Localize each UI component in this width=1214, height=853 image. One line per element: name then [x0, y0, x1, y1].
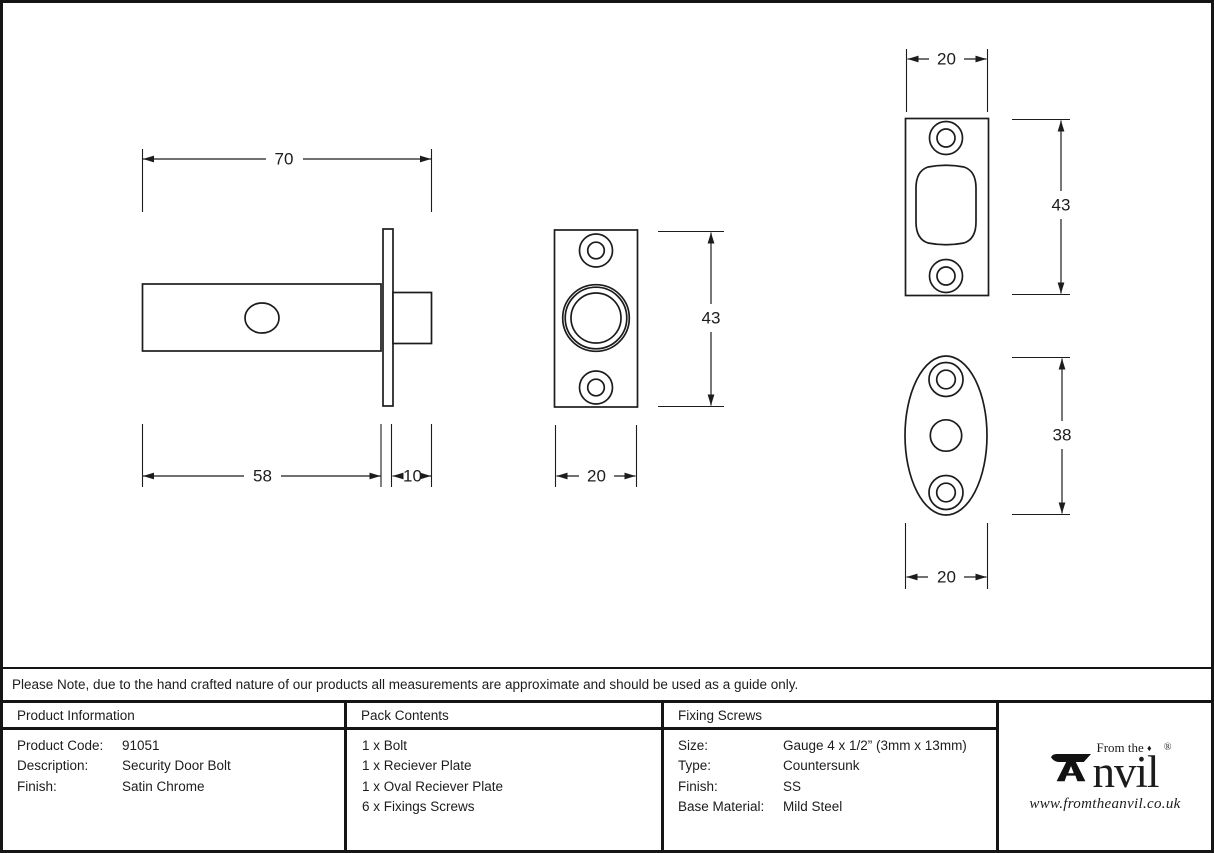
finish-value: Satin Chrome: [122, 778, 205, 794]
product-information-header: Product Information: [3, 703, 344, 730]
technical-drawing: 70 58 10: [141, 49, 1072, 589]
pack-item: 1 x Bolt: [362, 738, 408, 753]
dimension-receiver-height: 43: [1012, 118, 1071, 296]
screw-hole-countersink: [578, 370, 614, 405]
dim-label-oval-width: 20: [937, 568, 956, 587]
pack-item: 1 x Reciever Plate: [362, 758, 472, 774]
bolt-side-view: 70 58 10: [141, 149, 433, 487]
dim-label-receiver-height: 43: [1052, 196, 1071, 215]
dimension-oval-width: 20: [904, 523, 989, 589]
type-label: Type:: [678, 758, 712, 774]
faceplate-outline: [553, 229, 639, 408]
fixing-screws-cell: Fixing Screws Size: Gauge 4 x 1/2” (3mm …: [664, 703, 999, 850]
oval-plate-outline: [904, 355, 988, 516]
pack-item: 1 x Oval Reciever Plate: [362, 778, 504, 794]
screw-hole: [935, 482, 957, 503]
dimension-oval-height: 38: [1012, 356, 1072, 516]
base-material-label: Base Material:: [678, 798, 765, 814]
screw-hole: [935, 369, 957, 390]
pack-contents-cell: Pack Contents 1 x Bolt 1 x Reciever Plat…: [347, 703, 664, 850]
receiver-plate-outline: [904, 117, 990, 297]
bolt-projection: [392, 291, 433, 345]
screw-hole-countersink: [928, 474, 964, 511]
finish-label: Finish:: [17, 778, 57, 794]
dim-label-bolt-projection: 10: [403, 467, 422, 486]
receiver-plate-view: 20 43: [904, 49, 1071, 297]
bolt-hole: [929, 418, 963, 453]
dim-label-oval-height: 38: [1053, 426, 1072, 445]
brand-logo-cell: From the ♦ nvil ® www.fromtheanvil.co.uk: [999, 703, 1211, 850]
type-value: Countersunk: [783, 758, 860, 774]
pack-contents-header: Pack Contents: [347, 703, 661, 730]
bolt-body-outline: [141, 283, 382, 352]
bolt-spindle-hole: [244, 302, 280, 334]
product-information-body: Product Code: 91051 Description: Securit…: [3, 730, 344, 797]
bolt-ring-outer: [561, 283, 631, 353]
size-value: Gauge 4 x 1/2” (3mm x 13mm): [783, 738, 967, 753]
description-value: Security Door Bolt: [122, 758, 231, 774]
logo-prefix: From the: [1096, 740, 1144, 755]
dim-label-receiver-width: 20: [937, 50, 956, 69]
dim-label-face-width: 20: [587, 467, 606, 486]
screw-finish-value: SS: [783, 778, 802, 794]
registered-mark: ®: [1163, 742, 1172, 753]
dim-label-bolt-body: 58: [253, 467, 272, 486]
dimension-receiver-width: 20: [905, 49, 989, 112]
pack-item: 6 x Fixings Screws: [362, 798, 475, 814]
dimension-bolt-overall: 70: [141, 149, 433, 212]
fixing-screws-body: Size: Gauge 4 x 1/2” (3mm x 13mm) Type: …: [664, 730, 996, 817]
screw-hole-countersink: [928, 120, 964, 156]
dimension-bolt-body: 58: [141, 424, 382, 487]
screw-hole-countersink: [928, 258, 964, 294]
screw-hole-countersink: [578, 233, 614, 268]
screw-finish-label: Finish:: [678, 778, 718, 794]
dimension-bolt-projection: 10: [390, 424, 433, 487]
base-material-value: Mild Steel: [783, 798, 843, 814]
dim-label-bolt-overall: 70: [275, 150, 294, 169]
from-the-anvil-logo: From the ♦ nvil ® www.fromtheanvil.co.uk: [1029, 740, 1180, 813]
product-information-cell: Product Information Product Code: 91051 …: [3, 703, 347, 850]
diamond-icon: ♦: [1147, 743, 1152, 753]
pack-contents-body: 1 x Bolt 1 x Reciever Plate 1 x Oval Rec…: [347, 730, 661, 817]
latch-aperture: [915, 164, 977, 246]
screw-hole: [586, 241, 606, 260]
oval-receiver-plate-view: 38 20: [904, 355, 1072, 589]
note-text: Please Note, due to the hand crafted nat…: [12, 677, 799, 692]
screw-hole: [586, 378, 606, 397]
dimension-face-height: 43: [658, 230, 724, 408]
screw-hole: [936, 128, 956, 148]
bolt-ring-mid: [564, 286, 628, 350]
brand-name-text: nvil: [1092, 747, 1159, 797]
bolt-ring-inner: [570, 292, 622, 344]
fixing-screws-header: Fixing Screws: [664, 703, 996, 730]
description-label: Description:: [17, 758, 89, 774]
anvil-icon: [1051, 754, 1092, 782]
screw-hole-countersink: [928, 361, 964, 398]
product-code-value: 91051: [122, 738, 160, 753]
bolt-face-view: 43 20: [553, 229, 724, 487]
measurement-note: Please Note, due to the hand crafted nat…: [3, 667, 1211, 703]
product-code-label: Product Code:: [17, 738, 104, 753]
dim-label-face-height: 43: [702, 309, 721, 328]
info-table: Product Information Product Code: 91051 …: [3, 703, 1211, 850]
size-label: Size:: [678, 738, 709, 753]
screw-hole: [936, 266, 956, 286]
bolt-faceplate-edge: [382, 228, 394, 407]
dimension-face-width: 20: [554, 425, 638, 487]
brand-website: www.fromtheanvil.co.uk: [1029, 796, 1181, 812]
